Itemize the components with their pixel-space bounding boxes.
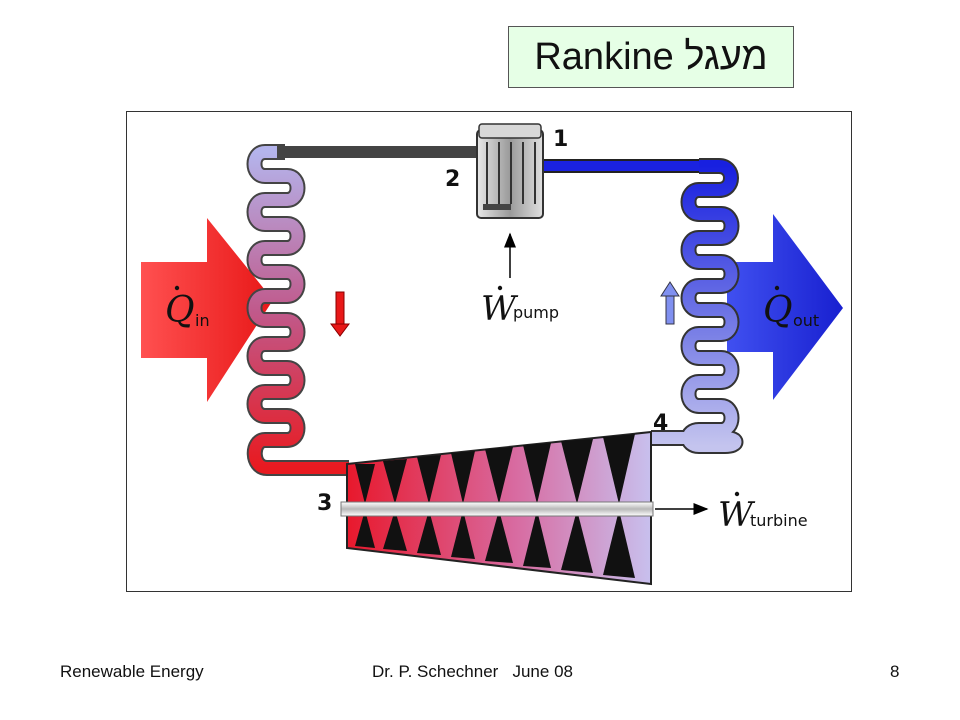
state-label-4: 4 [653,411,668,436]
heat-in-symbol: Q [165,290,195,331]
slide-title: Rankine מעגל [508,26,794,88]
turbine-work-symbol: W [718,495,756,535]
slide-number: 8 [890,662,900,681]
state-label-1: 1 [553,127,568,152]
footer-course: Renewable Energy [60,662,204,681]
rankine-cycle-svg: 1 2 3 4 Q in Q out W pump W turbine [141,123,843,586]
turbine-work-label: W turbine [718,491,808,535]
heat-out-subscript: out [793,311,819,330]
turbine [340,430,654,586]
turbine-work-subscript: turbine [750,511,808,530]
state-label-3: 3 [317,491,332,516]
heat-out-symbol: Q [763,290,793,331]
heat-out-label: Q out [763,285,819,331]
rankine-cycle-diagram: 1 2 3 4 Q in Q out W pump W turbine [126,111,852,592]
flow-arrow-up [660,281,680,325]
heat-in-label: Q in [165,285,210,331]
state-label-2: 2 [445,167,460,192]
flow-arrow-down [330,291,350,337]
pump-work-subscript: pump [513,303,559,322]
turbine-shaft [340,501,654,517]
pump-work-symbol: W [481,289,519,329]
pump-work-label: W pump [481,285,559,329]
heat-in-arrow [141,218,273,402]
footer-author-date: Dr. P. Schechner June 08 [372,662,573,681]
pump [476,123,544,219]
heat-in-subscript: in [195,311,210,330]
heat-out-arrow [727,214,843,400]
